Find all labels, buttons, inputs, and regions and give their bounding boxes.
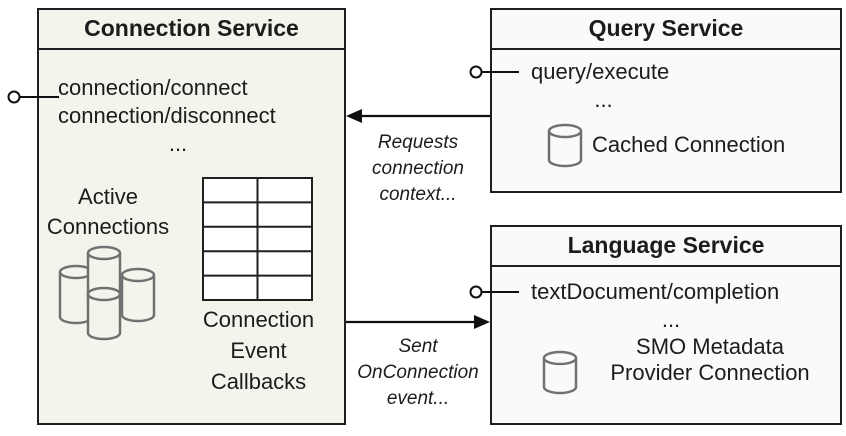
method-connection-connect: connection/connect [58, 75, 248, 100]
methods-ellipsis: ... [594, 87, 613, 112]
method-connection-disconnect: connection/disconnect [58, 103, 276, 128]
requests-connection-context-label: Requests connection context... [372, 132, 464, 205]
method-query-execute: query/execute [531, 59, 670, 84]
method-textdocument-completion: textDocument/completion [531, 279, 780, 304]
connection-event-callbacks-label: Connection Event Callbacks [202, 307, 315, 394]
sent-onconnection-event-label: Sent OnConnection event... [357, 336, 479, 409]
query-service-methods: query/execute ... [531, 58, 676, 114]
connection-service-methods: connection/connect connection/disconnect… [58, 74, 298, 158]
methods-ellipsis: ... [168, 131, 188, 156]
smo-metadata-provider-connection-label: SMO Metadata Provider Connection [610, 334, 810, 385]
language-service-title: Language Service [492, 227, 840, 267]
methods-ellipsis: ... [661, 307, 681, 332]
connection-service-title: Connection Service [39, 10, 344, 50]
sent-arrow [346, 315, 490, 329]
query-service-title: Query Service [492, 10, 840, 50]
language-service-methods: textDocument/completion ... [531, 278, 811, 334]
requests-arrow [346, 109, 490, 123]
cached-connection-label: Cached Connection [592, 132, 786, 157]
active-connections-label: Active Connections [46, 184, 170, 239]
